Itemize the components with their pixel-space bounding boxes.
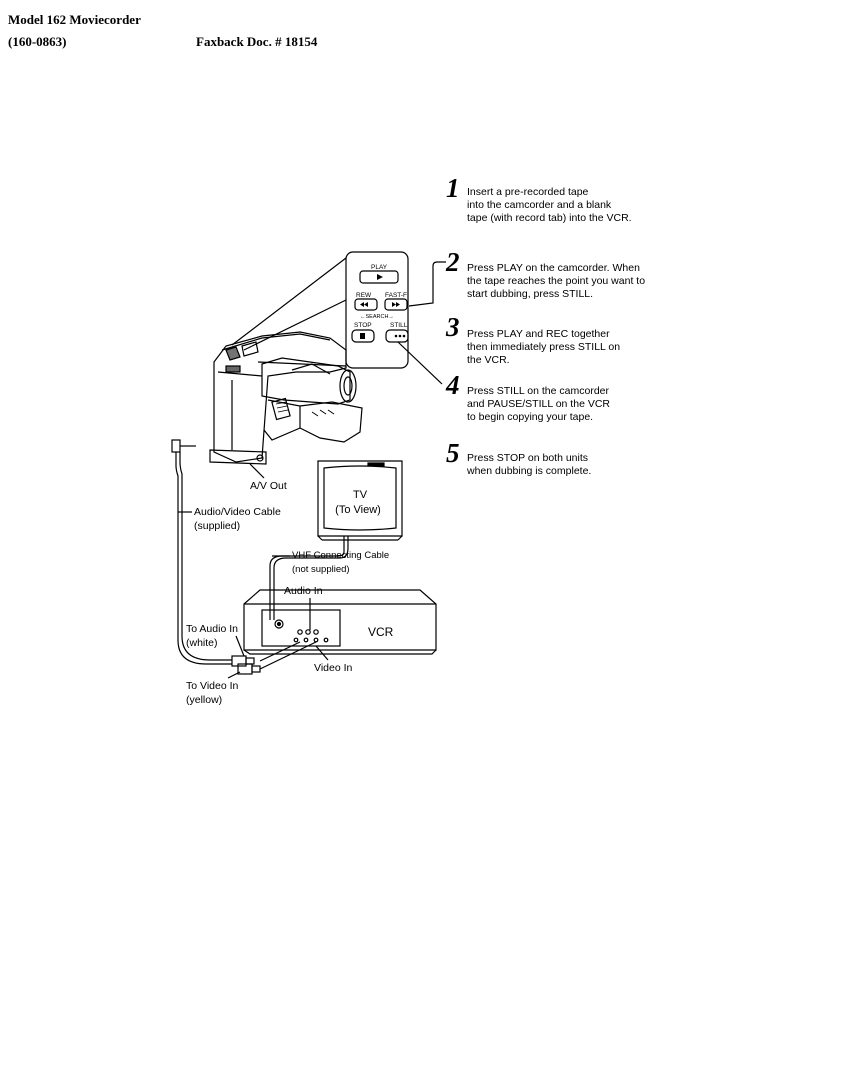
vhf-connecting-cable <box>269 536 345 620</box>
video-in-leader <box>315 645 329 661</box>
step-line: start dubbing, press STILL. <box>467 288 594 300</box>
fastf-button <box>384 298 408 311</box>
audio-in-label: Audio In <box>284 585 323 597</box>
tv-label-line1: TV <box>353 489 368 501</box>
step-number: 2 <box>446 247 460 277</box>
camcorder-icon <box>209 331 363 465</box>
av-out-label: A/V Out <box>250 480 287 492</box>
step-line: the VCR. <box>467 354 510 366</box>
step2-bracket <box>408 261 446 307</box>
still-button <box>385 329 409 343</box>
document-model-title: Model 162 Moviecorder <box>8 12 141 27</box>
video-in-label: Video In <box>314 662 353 674</box>
av-cable-label-line1: Audio/Video Cable <box>194 506 281 518</box>
step-line: to begin copying your tape. <box>467 411 594 423</box>
rca-plugs <box>231 641 317 675</box>
to-video-in-label: To Video In (yellow) <box>186 679 238 707</box>
vhf-cable-label-line2: (not supplied) <box>292 564 350 575</box>
rew-label: REW <box>356 292 372 299</box>
vhf-cable-label-line1: VHF Connecting Cable <box>292 550 390 561</box>
camcorder-control-panel-zoom: PLAY REW FAST-F ←SEARCH→ STOP STILL <box>345 251 409 369</box>
step-line: Insert a pre-recorded tape <box>467 186 589 198</box>
tv-label-line2: (To View) <box>335 504 381 516</box>
step4-pointer <box>397 341 443 385</box>
step-number: 3 <box>446 312 460 342</box>
stop-button <box>351 329 375 343</box>
to-video-leader <box>227 671 241 679</box>
av-cable-label-line2: (supplied) <box>194 520 241 532</box>
step-line: when dubbing is complete. <box>467 465 592 477</box>
vcr-icon <box>243 589 437 655</box>
step-line: into the camcorder and a blank <box>467 199 612 211</box>
to-video-in-line1: To Video In <box>186 680 239 692</box>
play-label: PLAY <box>371 264 388 271</box>
stop-label: STOP <box>354 322 372 329</box>
to-video-in-line2: (yellow) <box>186 694 223 706</box>
audio-video-cable <box>171 439 232 665</box>
step-line: Press PLAY and REC together <box>467 328 610 340</box>
to-audio-in-label: To Audio In (white) <box>186 622 238 650</box>
step-line: and PAUSE/STILL on the VCR <box>467 398 610 410</box>
step-line: Press STILL on the camcorder <box>467 385 610 397</box>
step-line: tape (with record tab) into the VCR. <box>467 212 632 224</box>
faxback-doc-number: Faxback Doc. # 18154 <box>196 34 318 49</box>
step-line: Press STOP on both units <box>467 452 589 464</box>
rew-button <box>354 298 378 311</box>
zoom-callout-lines <box>231 257 347 367</box>
av-out-leader <box>249 463 265 479</box>
step-number: 1 <box>446 173 460 203</box>
vcr-label: VCR <box>368 625 394 639</box>
step-number: 5 <box>446 438 460 468</box>
step-line: then immediately press STILL on <box>467 341 621 353</box>
fastf-label: FAST-F <box>385 292 407 299</box>
to-audio-leader <box>235 635 245 657</box>
to-audio-in-line1: To Audio In <box>186 623 238 635</box>
step-line: Press PLAY on the camcorder. When <box>467 262 640 274</box>
search-label: ←SEARCH→ <box>360 314 394 320</box>
document-part-number: (160-0863) <box>8 34 67 49</box>
step-line: the tape reaches the point you want to <box>467 275 646 287</box>
to-audio-in-line2: (white) <box>186 637 218 649</box>
av-cable-label: Audio/Video Cable (supplied) <box>194 505 281 533</box>
step-number: 4 <box>446 370 460 400</box>
vhf-cable-label: VHF Connecting Cable (not supplied) <box>292 549 389 577</box>
still-label: STILL <box>390 322 408 329</box>
tv-icon <box>317 460 403 541</box>
